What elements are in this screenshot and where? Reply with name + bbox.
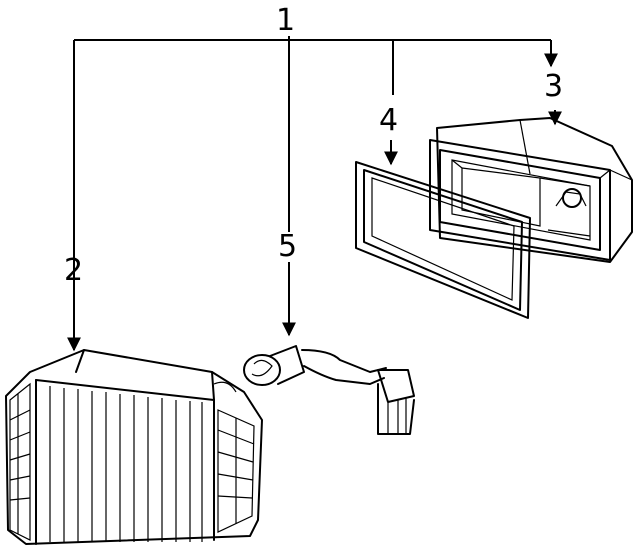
gasket: [355, 161, 531, 319]
callout-5: 5: [278, 229, 297, 264]
fog-lamp-lens: [5, 349, 263, 545]
leader-lines: [67, 36, 562, 352]
callout-3: 3: [544, 69, 563, 104]
lamp-housing: [429, 117, 633, 263]
callout-1: 1: [276, 3, 295, 38]
bulb-harness: [243, 345, 415, 435]
callout-4: 4: [379, 103, 398, 138]
